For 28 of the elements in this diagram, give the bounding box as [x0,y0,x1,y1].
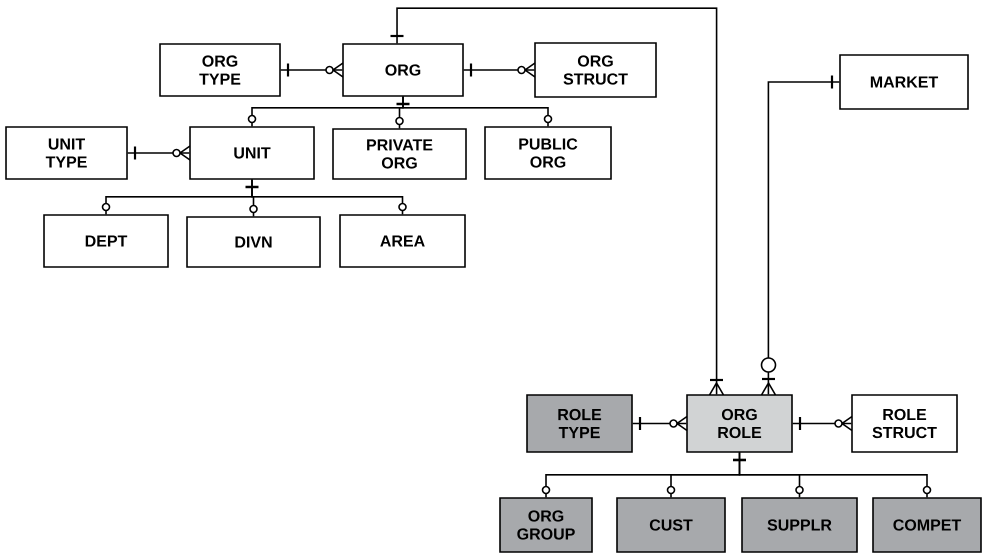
relationship-line [246,180,407,214]
entity-box: ORG ROLE [686,394,793,453]
entity-box: ORG GROUP [499,497,593,553]
entity-box: ROLE TYPE [526,394,633,453]
relationship-line [760,76,840,396]
entity-box: DIVN [186,216,321,268]
entity-box: PUBLIC ORG [484,126,612,180]
entity-box: AREA [339,214,466,268]
entity-box: ROLE STRUCT [851,394,958,453]
entity-box: ORG [342,43,464,97]
relationship-line [280,62,344,78]
entity-box: DEPT [43,214,169,268]
entity-box: MARKET [839,54,969,110]
relationship-line [396,96,552,126]
entity-box: SUPPLR [741,497,858,553]
entity-box: ORG STRUCT [534,42,657,98]
entity-box: PRIVATE ORG [332,128,467,180]
relationship-line [733,452,932,498]
relationship-line [632,416,688,432]
relationship-line [792,416,852,432]
entity-box: COMPET [872,497,982,553]
relationship-line [464,62,536,78]
entity-box: UNIT TYPE [5,126,128,180]
entity-box: CUST [616,497,726,553]
relationship-line [128,145,190,161]
relationship-line [390,7,724,396]
entity-box: UNIT [189,126,315,180]
entity-box: ORG TYPE [159,43,281,97]
